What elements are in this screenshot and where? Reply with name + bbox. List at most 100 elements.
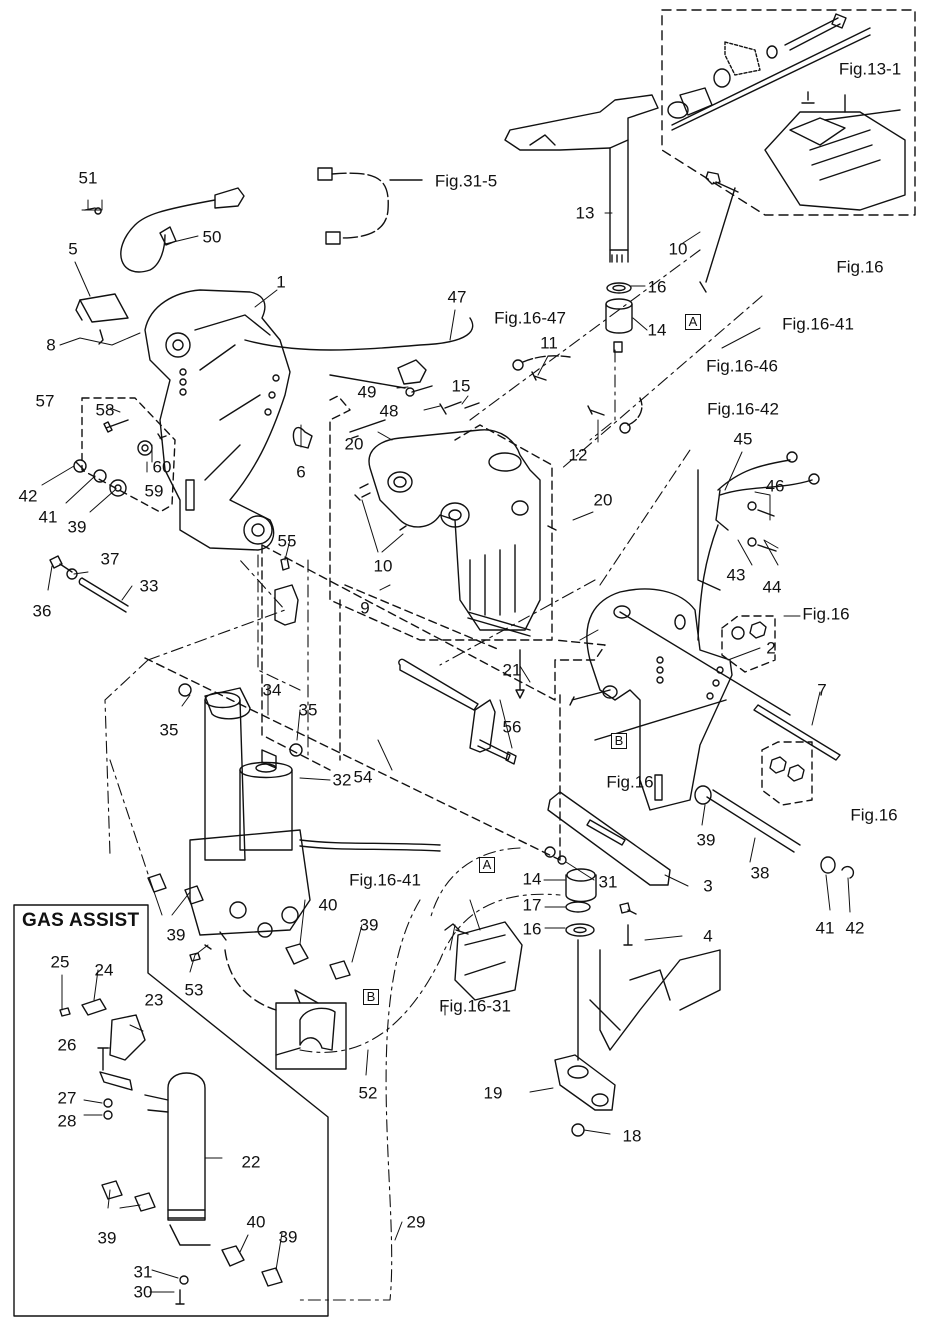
part-steering-plate-3	[544, 791, 671, 1137]
label-leaders	[41, 199, 851, 1293]
figure-reference[interactable]: Fig.16-41	[349, 870, 421, 890]
figure-reference[interactable]: Fig.13-1	[838, 59, 902, 79]
part-label: 10	[668, 239, 688, 259]
part-label: 15	[451, 376, 471, 396]
part-label: 58	[95, 400, 115, 420]
part-label: 52	[358, 1083, 378, 1103]
part-label: 10	[373, 556, 393, 576]
part-label: 41	[815, 918, 835, 938]
part-label: 25	[50, 952, 70, 972]
detail-box-52	[224, 949, 347, 1070]
part-label: 45	[733, 429, 753, 449]
part-label: 48	[379, 401, 399, 421]
small-hardware-left	[49, 419, 313, 613]
part-trim-tilt-unit	[189, 687, 441, 938]
part-label: 39	[166, 925, 186, 945]
part-label: 37	[100, 549, 120, 569]
marker-a: A	[479, 857, 495, 873]
part-label: 30	[133, 1282, 153, 1302]
part-label: 32	[332, 770, 352, 790]
part-label: 39	[278, 1227, 298, 1247]
part-label: 55	[277, 531, 297, 551]
nut-group-right	[721, 615, 841, 806]
part-label: 31	[598, 872, 618, 892]
part-label: 16	[647, 277, 667, 297]
part-clamp-bracket-right	[569, 588, 791, 811]
inset-fig13-1	[661, 9, 916, 216]
part-label: 12	[568, 445, 588, 465]
part-trim-sender-wire	[75, 187, 245, 345]
part-ground-wire-45	[697, 451, 820, 641]
part-label: 40	[318, 895, 338, 915]
figure-reference[interactable]: Fig.31-5	[434, 171, 498, 191]
part-label: 9	[360, 598, 370, 618]
part-label: 43	[726, 565, 746, 585]
figure-reference[interactable]: Fig.16-47	[494, 308, 566, 328]
part-label: 23	[144, 990, 164, 1010]
part-label: 14	[522, 869, 542, 889]
part-label: 35	[159, 720, 179, 740]
part-label: 6	[296, 462, 306, 482]
ground-wires-upper	[512, 171, 739, 434]
part-label: 57	[35, 391, 55, 411]
part-label: 31	[133, 1262, 153, 1282]
part-label: 29	[406, 1212, 426, 1232]
figure-reference[interactable]: Fig.16	[836, 257, 884, 277]
part-steering-arm	[504, 94, 659, 353]
marker-a: A	[685, 314, 701, 330]
marker-b: B	[363, 989, 379, 1005]
wire-harness-31-5	[317, 167, 423, 245]
part-label: 14	[647, 320, 667, 340]
part-tilt-tube-38	[694, 785, 855, 879]
part-label: 3	[703, 876, 713, 896]
part-label: 5	[68, 239, 78, 259]
part-label: 38	[750, 863, 770, 883]
part-label: 16	[522, 919, 542, 939]
leader-lines-dashed	[104, 249, 763, 1301]
part-label: 13	[575, 203, 595, 223]
part-swivel-bracket	[349, 419, 557, 637]
part-label: 19	[483, 1083, 503, 1103]
part-label: 39	[359, 915, 379, 935]
figure-reference[interactable]: Fig.16	[606, 772, 654, 792]
part-label: 41	[38, 507, 58, 527]
part-label: 34	[262, 680, 282, 700]
part-label: 17	[522, 895, 542, 915]
part-label: 49	[357, 382, 377, 402]
part-label: 35	[298, 700, 318, 720]
part-label: 56	[502, 717, 522, 737]
group-57	[81, 397, 176, 513]
part-label: 2	[766, 638, 776, 658]
part-label: 42	[18, 486, 38, 506]
figure-reference[interactable]: Fig.16-46	[706, 356, 778, 376]
part-label: 18	[622, 1126, 642, 1146]
part-label: 39	[696, 830, 716, 850]
part-label: 46	[765, 476, 785, 496]
gas-assist-inset	[13, 904, 329, 1317]
figure-reference[interactable]: Fig.16-31	[439, 996, 511, 1016]
part-label: 59	[144, 481, 164, 501]
part-label: 44	[762, 577, 782, 597]
part-label: 24	[94, 960, 114, 980]
part-label: 47	[447, 287, 467, 307]
part-label: 42	[845, 918, 865, 938]
part-lower-clamp-detail	[444, 921, 721, 1051]
part-label: 54	[353, 767, 373, 787]
part-label: 53	[184, 980, 204, 1000]
marker-b: B	[611, 733, 627, 749]
group-54	[144, 544, 606, 861]
part-label: 39	[67, 517, 87, 537]
part-label: 28	[57, 1111, 77, 1131]
figure-reference[interactable]: Fig.16	[802, 604, 850, 624]
part-label: 20	[344, 434, 364, 454]
part-label: 40	[246, 1212, 266, 1232]
figure-reference[interactable]: Fig.16-42	[707, 399, 779, 419]
part-label: 27	[57, 1088, 77, 1108]
figure-reference[interactable]: Fig.16-41	[782, 314, 854, 334]
part-label: 20	[593, 490, 613, 510]
figure-reference[interactable]: Fig.16	[850, 805, 898, 825]
part-cable-47	[244, 317, 480, 415]
group-9-outline	[329, 395, 553, 651]
